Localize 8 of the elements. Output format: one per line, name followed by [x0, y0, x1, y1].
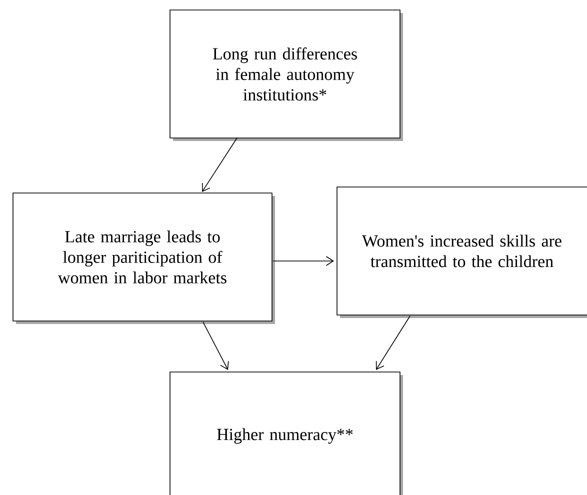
arrow	[202, 138, 238, 192]
process-box: Late marriage leads to longer pariticipation of women in labor markets	[12, 192, 275, 324]
arrow	[376, 316, 410, 370]
arrow	[272, 256, 334, 266]
process-box: Long run differences in female autonomy institutions*	[170, 10, 403, 141]
process-box: Higher numeracy**	[170, 372, 403, 495]
process-box: Women's increased skills are transmitted to the children	[336, 186, 587, 318]
arrow	[202, 322, 229, 370]
